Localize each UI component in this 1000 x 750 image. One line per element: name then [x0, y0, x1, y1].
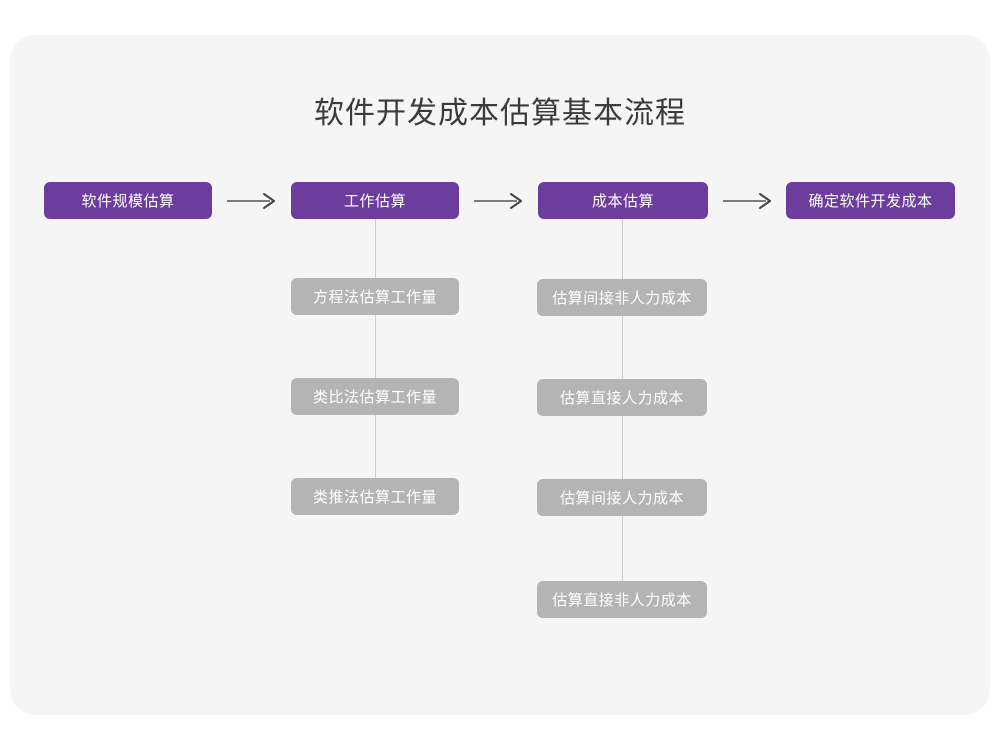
branch-node-indirect-nonlabor-cost[interactable]: 估算间接非人力成本 [537, 279, 707, 316]
branch-node-analogy-method-effort[interactable]: 类比法估算工作量 [291, 378, 459, 415]
branch-node-direct-labor-cost[interactable]: 估算直接人力成本 [537, 379, 707, 416]
diagram-card [10, 35, 990, 715]
branch-node-indirect-labor-cost[interactable]: 估算间接人力成本 [537, 479, 707, 516]
branch-node-deduction-method-effort[interactable]: 类推法估算工作量 [291, 478, 459, 515]
branch-node-equation-method-effort[interactable]: 方程法估算工作量 [291, 278, 459, 315]
branch-node-direct-nonlabor-cost[interactable]: 估算直接非人力成本 [537, 581, 707, 618]
arrow-right-icon [722, 189, 774, 213]
page-title: 软件开发成本估算基本流程 [314, 97, 686, 130]
flow-node-software-scale-estimation[interactable]: 软件规模估算 [44, 182, 212, 219]
flow-node-determine-development-cost: 确定软件开发成本 [786, 182, 955, 219]
arrow-right-icon [226, 189, 278, 213]
connector-line-cost-branch [622, 219, 623, 618]
connector-line-effort-branch [375, 219, 376, 515]
arrow-right-icon [473, 189, 525, 213]
flow-node-cost-estimation[interactable]: 成本估算 [538, 182, 708, 219]
flow-node-effort-estimation[interactable]: 工作估算 [291, 182, 459, 219]
